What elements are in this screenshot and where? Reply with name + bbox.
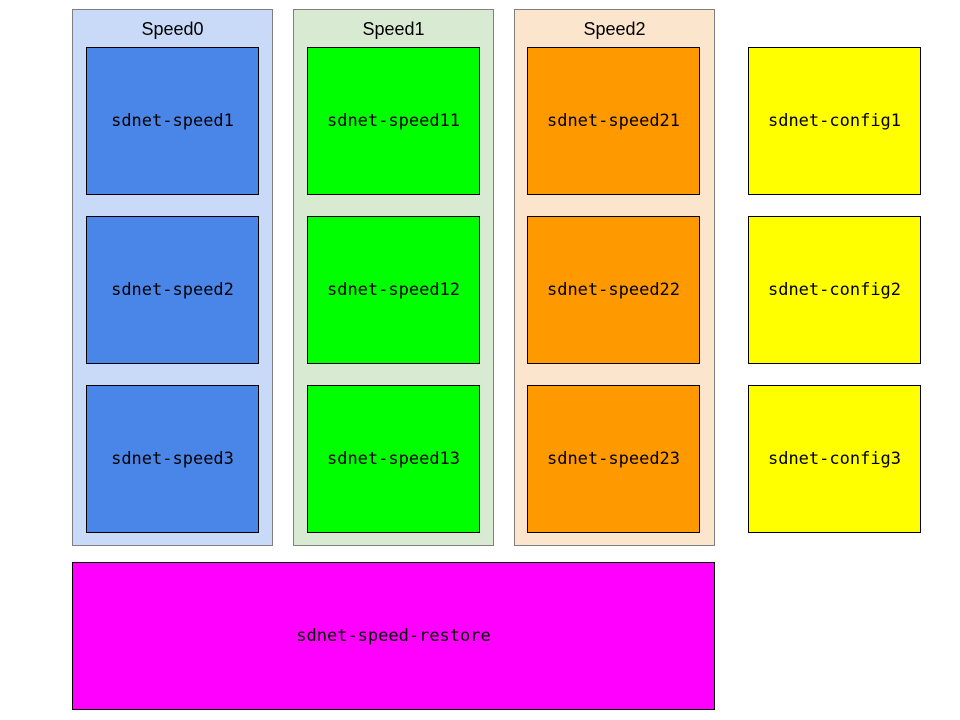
node-sdnet-speed3: sdnet-speed3 [86, 385, 259, 533]
node-sdnet-config2: sdnet-config2 [748, 216, 921, 364]
node-sdnet-speed12: sdnet-speed12 [307, 216, 480, 364]
node-sdnet-config3: sdnet-config3 [748, 385, 921, 533]
node-sdnet-speed1: sdnet-speed1 [86, 47, 259, 195]
node-sdnet-speed23: sdnet-speed23 [527, 385, 700, 533]
node-sdnet-speed22: sdnet-speed22 [527, 216, 700, 364]
node-sdnet-speed11: sdnet-speed11 [307, 47, 480, 195]
node-sdnet-speed13: sdnet-speed13 [307, 385, 480, 533]
node-sdnet-config1: sdnet-config1 [748, 47, 921, 195]
speed1-group-title: Speed1 [362, 19, 425, 39]
speed0-group-title: Speed0 [141, 19, 204, 39]
node-sdnet-speed21: sdnet-speed21 [527, 47, 700, 195]
node-sdnet-speed2: sdnet-speed2 [86, 216, 259, 364]
node-sdnet-speed-restore: sdnet-speed-restore [72, 562, 715, 710]
speed2-group-title: Speed2 [583, 19, 646, 39]
